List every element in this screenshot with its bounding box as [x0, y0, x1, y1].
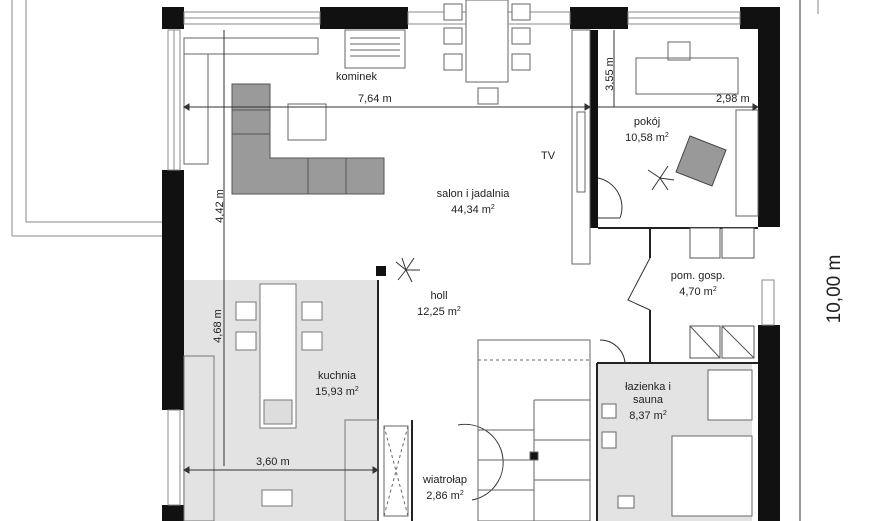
room-area: 2,86 m2 — [426, 490, 464, 502]
room-salon: salon i jadalnia 44,34 m2 — [418, 188, 528, 217]
room-name: holl — [430, 290, 448, 302]
right-window — [761, 279, 775, 326]
sofa — [231, 83, 385, 195]
room-area: 44,34 m2 — [451, 204, 495, 216]
dimension-pokoj-width: 2,98 m — [716, 93, 750, 105]
room-name: salon i jadalnia — [436, 188, 510, 200]
room-area: 15,93 m2 — [315, 386, 359, 398]
room-pokoj: pokój 10,58 m2 — [612, 116, 682, 145]
dimension-salon-depth: 4,42 m — [214, 189, 226, 223]
dimension-kuchnia-depth: 4,68 m — [212, 309, 224, 343]
left-window — [167, 29, 181, 506]
room-lazienka: łazienka i sauna 8,37 m2 — [608, 381, 688, 423]
room-area: 12,25 m2 — [417, 306, 461, 318]
bench — [183, 29, 406, 165]
column — [376, 266, 386, 276]
dimension-total-depth: 10,00 m — [824, 254, 845, 324]
exterior-walls — [162, 7, 780, 521]
room-name-2: sauna — [633, 394, 663, 406]
coffee-table — [287, 103, 327, 141]
doors — [457, 177, 651, 501]
tv-unit — [571, 29, 591, 265]
room-area: 8,37 m2 — [629, 410, 667, 422]
dimension-kuchnia-width: 3,60 m — [256, 456, 290, 468]
dimension-salon-width: 7,64 m — [358, 93, 392, 105]
bathroom-fixtures — [601, 369, 753, 517]
room-name: kuchnia — [318, 370, 356, 382]
kominek-label: kominek — [336, 71, 377, 83]
dimension-lines — [183, 0, 801, 521]
room-holl: holl 12,25 m2 — [404, 290, 474, 319]
room-name: pom. gosp. — [670, 270, 726, 282]
dining-table — [443, 0, 531, 105]
tv-label: TV — [541, 150, 556, 162]
room-area: 10,58 m2 — [625, 132, 669, 144]
room-wiatrolap: wiatrołap 2,86 m2 — [412, 474, 478, 503]
armchair — [675, 135, 727, 187]
room-name: pokój — [633, 116, 661, 128]
room-pom-gosp: pom. gosp. 4,70 m2 — [648, 270, 748, 299]
staircase — [477, 339, 591, 521]
room-area: 4,70 m2 — [679, 286, 717, 298]
entry-mat — [383, 425, 409, 517]
laundry-appliances — [689, 227, 755, 359]
dimension-pokoj-depth: 3,55 m — [604, 57, 616, 91]
room-name: wiatrołap — [422, 474, 468, 486]
room-kuchnia: kuchnia 15,93 m2 — [302, 370, 372, 399]
bedroom-furniture — [635, 41, 759, 217]
terrace-outline — [11, 0, 819, 237]
room-name: łazienka i — [625, 381, 671, 393]
kitchen-island — [183, 283, 379, 521]
plant-icon — [395, 165, 675, 283]
